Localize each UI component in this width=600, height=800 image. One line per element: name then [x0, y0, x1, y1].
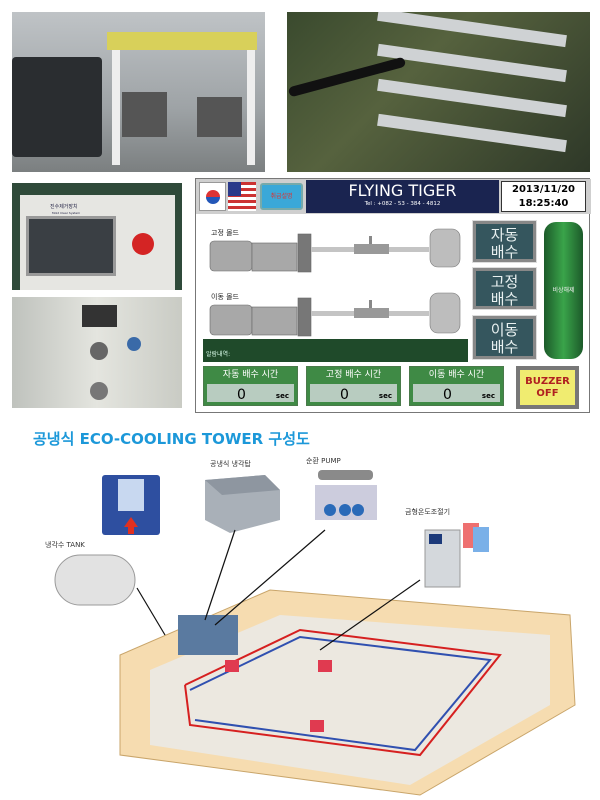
- label-cooling-tower: 공냉식 냉각탑: [210, 460, 251, 468]
- label-pump: 순환 PUMP: [306, 457, 341, 465]
- emergency-release-button[interactable]: 비상해제: [544, 222, 583, 359]
- airflow-icon: [102, 475, 160, 535]
- button-label: 배수: [490, 243, 519, 261]
- button-label: 자동: [490, 226, 519, 244]
- button-label: 배수: [490, 290, 519, 308]
- usa-flag-icon[interactable]: [228, 182, 256, 211]
- photo-control-panel: 진수제거장치 Mold Clear System: [12, 183, 182, 290]
- timer-label: 이동 배수 시간: [428, 370, 485, 380]
- timer-label: 고정 배수 시간: [325, 370, 382, 380]
- control-box-label-en: Mold Clear System: [52, 211, 81, 215]
- hmi-screen: 취급설명 FLYING TIGER Tel : +082 - 53 - 384 …: [195, 178, 591, 413]
- timer-value[interactable]: 0: [237, 387, 246, 403]
- date-display: 2013/11/20: [512, 184, 575, 195]
- fixed-mold-label: 고정 몰드: [211, 229, 239, 237]
- control-box-label: 진수제거장치: [50, 204, 78, 210]
- moving-drain-timer: 이동 배수 시간 0 sec: [409, 366, 504, 406]
- pump-icon: [209, 233, 312, 337]
- alarm-log: 알람내역:: [203, 339, 468, 362]
- timer-label: 자동 배수 시간: [222, 370, 279, 380]
- korea-flag-icon[interactable]: [199, 182, 226, 211]
- time-display: 18:25:40: [518, 198, 569, 209]
- label-controller: 금형온도조절기: [405, 508, 451, 516]
- button-label: 이동: [490, 321, 519, 339]
- timer-value[interactable]: 0: [340, 387, 349, 403]
- manual-button[interactable]: 취급설명: [260, 183, 303, 210]
- pump-diagram: [209, 228, 461, 337]
- tank-icon: [429, 228, 461, 334]
- photo-connector-panel: [12, 297, 182, 408]
- buzzer-off-button[interactable]: BUZZER OFF: [516, 366, 579, 409]
- cooling-tower-unit: [205, 475, 280, 533]
- timer-value[interactable]: 0: [443, 387, 452, 403]
- timer-unit: sec: [378, 392, 392, 400]
- buzzer-label: BUZZER: [525, 376, 570, 387]
- label-tank: 냉각수 TANK: [45, 541, 85, 549]
- factory-building: [119, 589, 576, 796]
- timer-unit: sec: [481, 392, 495, 400]
- moving-mold-label: 이동 몰드: [211, 293, 239, 301]
- button-label: 배수: [490, 338, 519, 356]
- arrows: [136, 529, 421, 651]
- brand-title: FLYING TIGER: [348, 181, 457, 200]
- buzzer-label: OFF: [536, 388, 559, 399]
- photo-manifold-frame: [287, 12, 590, 172]
- auto-drain-timer: 자동 배수 시간 0 sec: [203, 366, 298, 406]
- timer-unit: sec: [275, 392, 289, 400]
- fixed-drain-timer: 고정 배수 시간 0 sec: [306, 366, 401, 406]
- button-label: 고정: [490, 273, 519, 291]
- cooling-tower-diagram: [54, 470, 576, 796]
- photo-drain-units: [12, 12, 265, 172]
- circulation-pump-unit: [315, 470, 377, 520]
- water-tank-unit: [54, 554, 136, 606]
- temperature-controller-unit: [424, 523, 489, 588]
- diagram-title: 공냉식 ECO-COOLING TOWER 구성도: [33, 430, 310, 448]
- brand-tel: Tel : +082 - 53 - 384 - 4812: [364, 201, 441, 207]
